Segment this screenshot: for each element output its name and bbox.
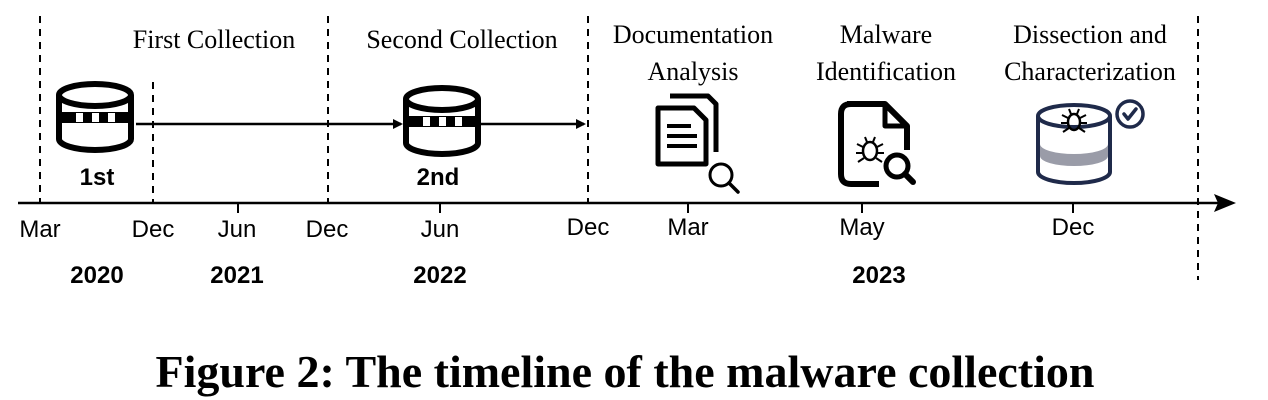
phase-label-dissection-line1: Dissection and: [1013, 20, 1167, 49]
database-label-first: 1st: [80, 164, 115, 191]
phase-label-malware-line2: Identification: [816, 57, 956, 86]
phase-label-second-collection: Second Collection: [366, 25, 557, 54]
month-label: Jun: [218, 216, 257, 243]
month-label: Dec: [567, 214, 610, 241]
month-label: Mar: [667, 214, 708, 241]
year-label: 2022: [413, 262, 466, 289]
month-label: Dec: [1052, 214, 1095, 241]
month-label: Dec: [306, 216, 349, 243]
phase-label-documentation-line2: Analysis: [648, 57, 739, 86]
month-label: Dec: [132, 216, 175, 243]
database-icon: [56, 81, 134, 153]
phase-label-first-collection: First Collection: [133, 25, 296, 54]
axis-ticks: [237, 203, 1074, 213]
year-label: 2023: [852, 262, 905, 289]
phase-separators: [39, 16, 1199, 280]
phase-label-malware-line1: Malware: [840, 20, 932, 49]
figure-caption: Figure 2: The timeline of the malware co…: [156, 346, 1095, 397]
database-icon: [403, 85, 481, 157]
year-label: 2021: [210, 262, 263, 289]
phase-label-dissection-line2: Characterization: [1004, 57, 1176, 86]
bug-database-check-icon: [1036, 99, 1145, 185]
month-label: May: [839, 214, 884, 241]
month-label: Mar: [19, 216, 60, 243]
phase-label-documentation-line1: Documentation: [613, 20, 773, 49]
database-label-second: 2nd: [417, 164, 460, 191]
timeline-arrowhead: [1214, 194, 1236, 212]
document-search-icon: [655, 93, 740, 194]
year-label: 2020: [70, 262, 123, 289]
malware-file-search-icon: [838, 101, 916, 187]
month-label: Jun: [421, 216, 460, 243]
